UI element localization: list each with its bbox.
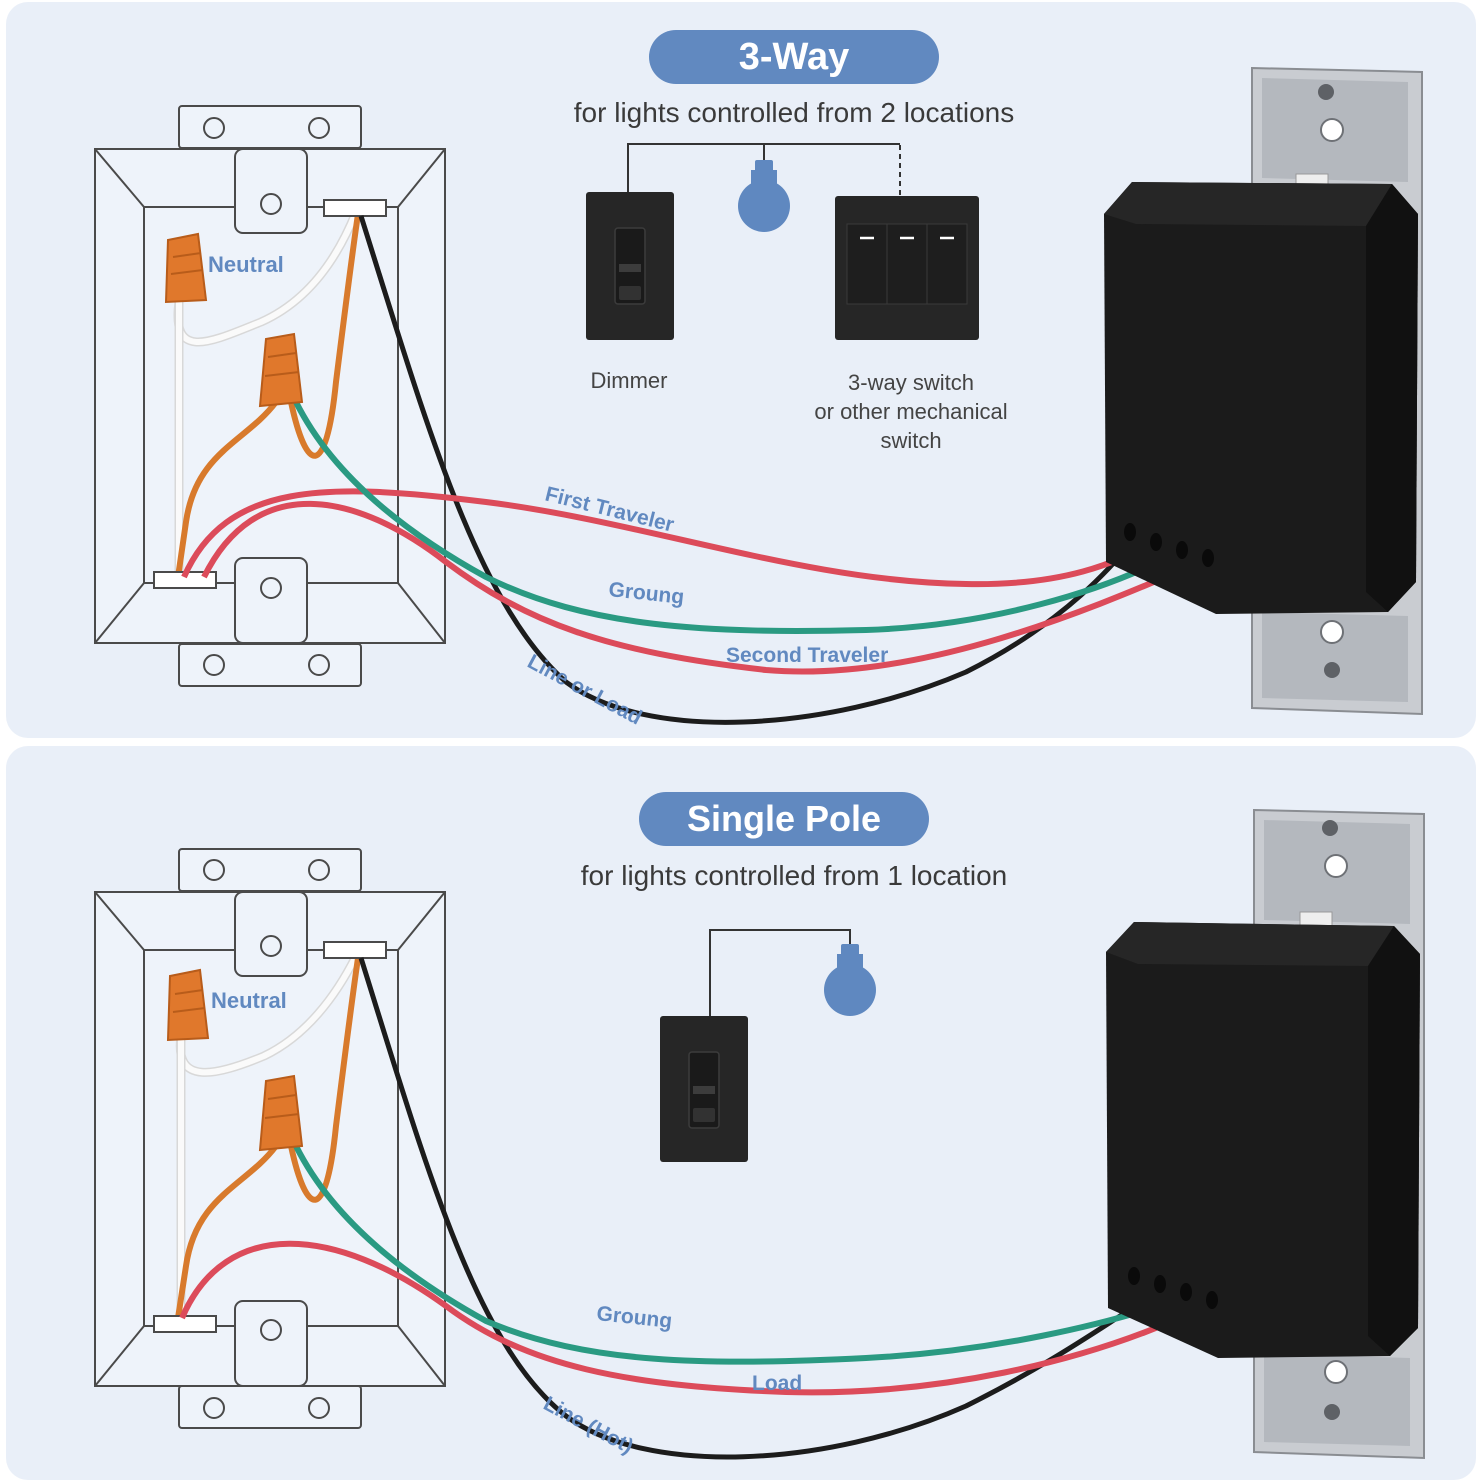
- three-way-switch-label-line1: 3-way switch: [848, 370, 974, 395]
- schematic: [586, 143, 979, 340]
- schematic: [660, 929, 876, 1162]
- rocker-switch-icon: [835, 196, 979, 340]
- orange-wire-1: [175, 400, 279, 578]
- light-bulb-icon: [824, 944, 876, 1016]
- dimmer-switch-icon: [586, 192, 674, 340]
- wire-nut-neutral: [166, 968, 210, 1042]
- orange-wire-2: [288, 213, 361, 459]
- orange-wire-2: [288, 957, 361, 1203]
- ground-wire: [293, 1144, 1190, 1365]
- single-pole-neutral-label: Neutral: [211, 988, 287, 1013]
- single-pole-diagram: Groung Load Line (Hot): [94, 808, 1425, 1460]
- label-ground: Groung: [607, 578, 685, 609]
- terminal-top: [323, 199, 387, 217]
- second-traveler-wire: [201, 500, 1213, 675]
- light-bulb-icon: [738, 160, 790, 232]
- smart-switch-device: [1106, 808, 1425, 1460]
- label-first-traveler: First Traveler: [543, 483, 677, 537]
- single-pole-panel: Groung Load Line (Hot): [6, 746, 1476, 1480]
- first-traveler-wire: [181, 488, 1153, 588]
- wire-nut-hot: [258, 332, 304, 408]
- single-pole-subtitle: for lights controlled from 1 location: [580, 860, 1008, 891]
- load-wire: [179, 1240, 1216, 1396]
- ground-wire: [293, 400, 1183, 634]
- dimmer-switch-icon: [660, 1016, 748, 1162]
- orange-wire-1: [175, 1144, 279, 1319]
- wall-box: [94, 848, 446, 1429]
- three-way-subtitle: for lights controlled from 2 locations: [573, 97, 1015, 128]
- wire-nut-neutral: [164, 232, 208, 304]
- three-way-switch-label-line2: or other mechanical: [814, 399, 1008, 424]
- three-way-diagram: First Traveler Groung Second Traveler Li…: [94, 66, 1423, 730]
- three-way-neutral-label: Neutral: [208, 252, 284, 277]
- three-way-panel: First Traveler Groung Second Traveler Li…: [6, 2, 1476, 738]
- terminal-top: [323, 941, 387, 959]
- single-pole-title: Single Pole: [639, 792, 929, 846]
- dimmer-label: Dimmer: [590, 368, 668, 393]
- label-line-hot: Line (Hot): [540, 1392, 637, 1458]
- label-load: Load: [752, 1372, 802, 1395]
- wire-nut-hot: [258, 1074, 304, 1152]
- label-ground: Groung: [595, 1302, 673, 1333]
- label-line-or-load: Line or Load: [524, 650, 646, 729]
- three-way-switch-label-line3: switch: [880, 428, 942, 453]
- label-second-traveler: Second Traveler: [726, 644, 888, 667]
- three-way-title: 3-Way: [649, 30, 939, 84]
- three-way-switch-label: 3-way switch or other mechanical switch: [766, 368, 1056, 455]
- smart-switch-device: [1104, 66, 1423, 716]
